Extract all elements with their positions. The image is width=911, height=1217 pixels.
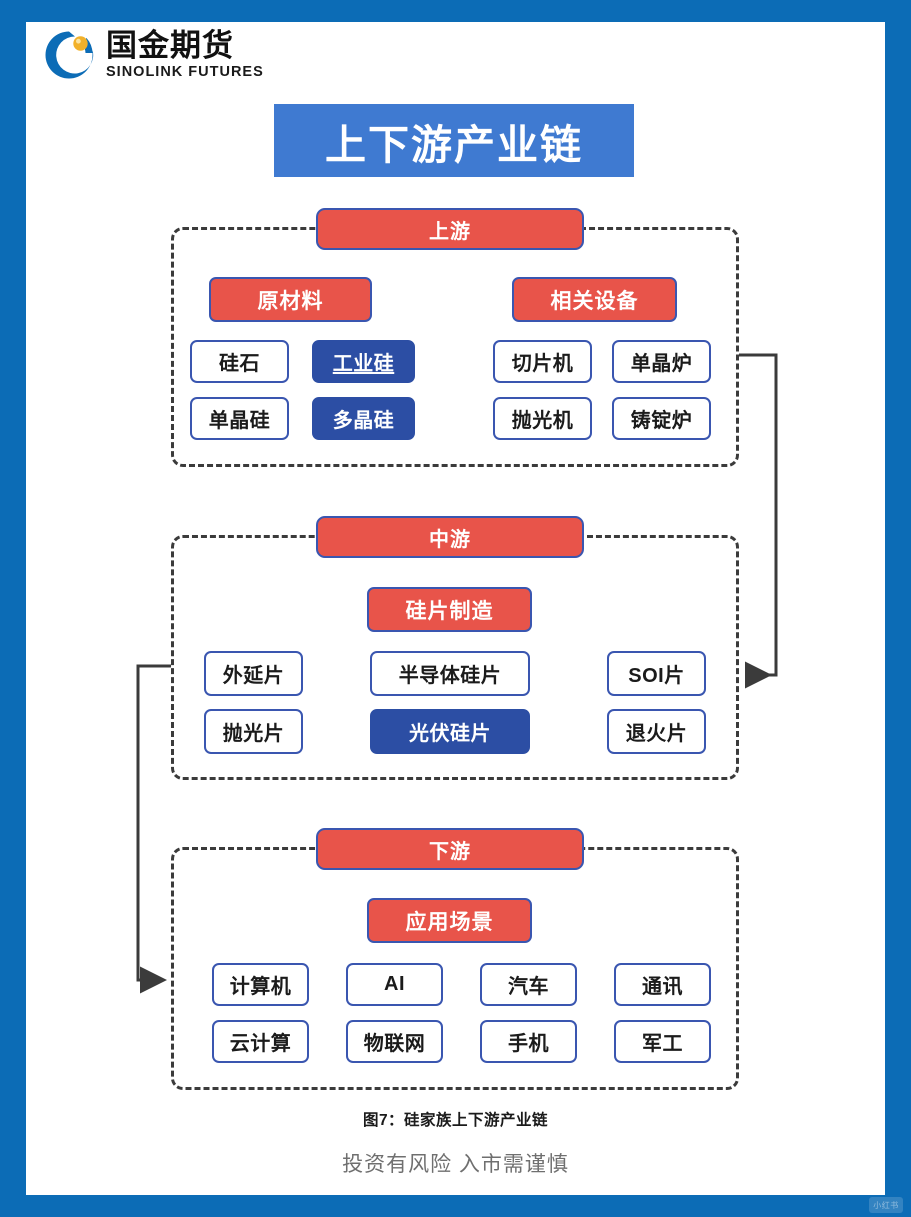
item-box-ingot-furnace[interactable]: 铸锭炉 [612,397,711,440]
brand-name-en: SINOLINK FUTURES [106,64,264,81]
section-header-downstream: 下游 [316,828,584,870]
item-box-semiconductor-wafer[interactable]: 半导体硅片 [370,651,530,696]
item-label: 半导体硅片 [398,665,502,687]
group-header-label: 硅片制造 [405,599,494,623]
item-box-epitaxial-wafer[interactable]: 外延片 [204,651,303,696]
item-label: 硅石 [219,353,260,375]
item-box-iot[interactable]: 物联网 [346,1020,443,1063]
item-label: 铸锭炉 [630,410,693,432]
item-box-single-crystal-furnace[interactable]: 单晶炉 [612,340,711,383]
section-header-label: 中游 [429,528,471,551]
item-box-slicing-machine[interactable]: 切片机 [493,340,592,383]
group-header-label: 应用场景 [405,910,494,934]
item-label: 切片机 [511,353,574,375]
item-label: AI [384,973,405,995]
sinolink-ring-logo-icon [42,28,96,82]
risk-disclaimer: 投资有风险 入市需谨慎 [342,1153,569,1176]
item-label: SOI片 [628,665,685,687]
item-label: 汽车 [508,976,549,998]
brand-name-cn: 国金期货 [106,28,234,64]
item-box-mobile-phone[interactable]: 手机 [480,1020,577,1063]
item-box-ai[interactable]: AI [346,963,443,1006]
item-box-automotive[interactable]: 汽车 [480,963,577,1006]
item-box-annealed-wafer[interactable]: 退火片 [607,709,706,754]
supply-chain-diagram: 上游 原材料 相关设备 硅石 工业硅 单晶硅 多晶硅 切片 [26,22,885,1195]
item-box-computer[interactable]: 计算机 [212,963,309,1006]
item-label: 多晶硅 [332,410,395,432]
item-box-cloud-computing[interactable]: 云计算 [212,1020,309,1063]
figure-caption: 图7：硅家族上下游产业链 [362,1112,549,1129]
watermark: 小红书 [869,1197,903,1213]
item-label: 抛光片 [222,723,285,745]
item-label: 云计算 [229,1033,292,1055]
group-header-related-equipment: 相关设备 [512,277,677,322]
connector-midstream-to-downstream [136,664,171,994]
section-header-label: 下游 [429,840,471,863]
group-header-label: 相关设备 [550,289,639,313]
item-label: 通讯 [642,976,683,998]
page-title-banner: 上下游产业链 [274,104,634,177]
item-label: 单晶炉 [630,353,693,375]
connector-upstream-to-midstream [739,353,778,689]
item-box-polished-wafer[interactable]: 抛光片 [204,709,303,754]
group-header-label: 原材料 [257,289,324,313]
item-box-silica[interactable]: 硅石 [190,340,289,383]
item-box-soi-wafer[interactable]: SOI片 [607,651,706,696]
item-box-industrial-silicon[interactable]: 工业硅 [312,340,415,383]
item-label: 军工 [642,1033,683,1055]
section-header-label: 上游 [429,220,471,243]
page-title: 上下游产业链 [325,121,583,168]
group-header-raw-materials: 原材料 [209,277,372,322]
item-label: 光伏硅片 [409,723,491,745]
item-label: 外延片 [222,665,285,687]
item-box-communications[interactable]: 通讯 [614,963,711,1006]
item-box-polysilicon[interactable]: 多晶硅 [312,397,415,440]
section-header-midstream: 中游 [316,516,584,558]
item-box-photovoltaic-wafer[interactable]: 光伏硅片 [370,709,530,754]
item-box-military-industry[interactable]: 军工 [614,1020,711,1063]
group-header-wafer-manufacturing: 硅片制造 [367,587,532,632]
item-box-polishing-machine[interactable]: 抛光机 [493,397,592,440]
item-label: 工业硅 [332,353,395,375]
brand-text: 国金期货 SINOLINK FUTURES [106,30,264,80]
item-label: 计算机 [229,976,292,998]
group-header-application-scenarios: 应用场景 [367,898,532,943]
item-label: 单晶硅 [208,410,271,432]
item-box-monocrystalline-silicon[interactable]: 单晶硅 [190,397,289,440]
item-label: 手机 [508,1033,549,1055]
section-header-upstream: 上游 [316,208,584,250]
item-label: 物联网 [363,1033,426,1055]
item-label: 抛光机 [511,410,574,432]
content-sheet: 国金期货 SINOLINK FUTURES 上下游产业链 上游 原材料 相关设备 [26,22,885,1195]
brand-logo: 国金期货 SINOLINK FUTURES [42,28,264,82]
item-label: 退火片 [625,723,688,745]
